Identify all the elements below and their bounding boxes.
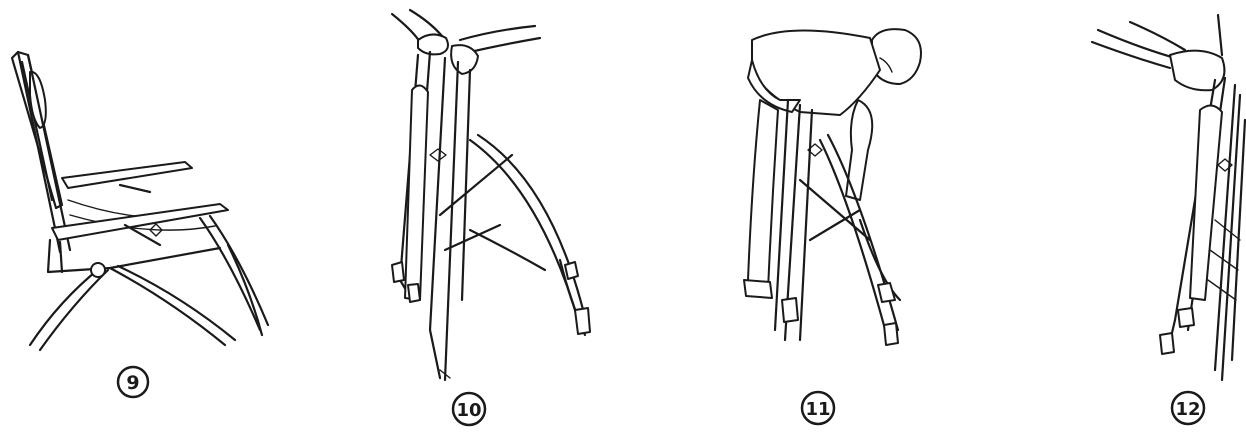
step-number: 11: [805, 399, 830, 420]
step-number: 10: [456, 400, 481, 421]
step-12-label: 12: [1172, 392, 1204, 424]
step-9-label: 9: [118, 367, 148, 397]
person-folding-chair-illustration: [744, 29, 921, 345]
step-number: 9: [126, 372, 139, 394]
step-10-label: 10: [453, 393, 485, 425]
chair-lifting-illustration: [392, 10, 590, 380]
chair-open-illustration: [12, 52, 268, 350]
step-11-label: 11: [802, 392, 834, 424]
step-number: 12: [1175, 399, 1200, 420]
chair-folded-illustration: [1092, 15, 1245, 380]
